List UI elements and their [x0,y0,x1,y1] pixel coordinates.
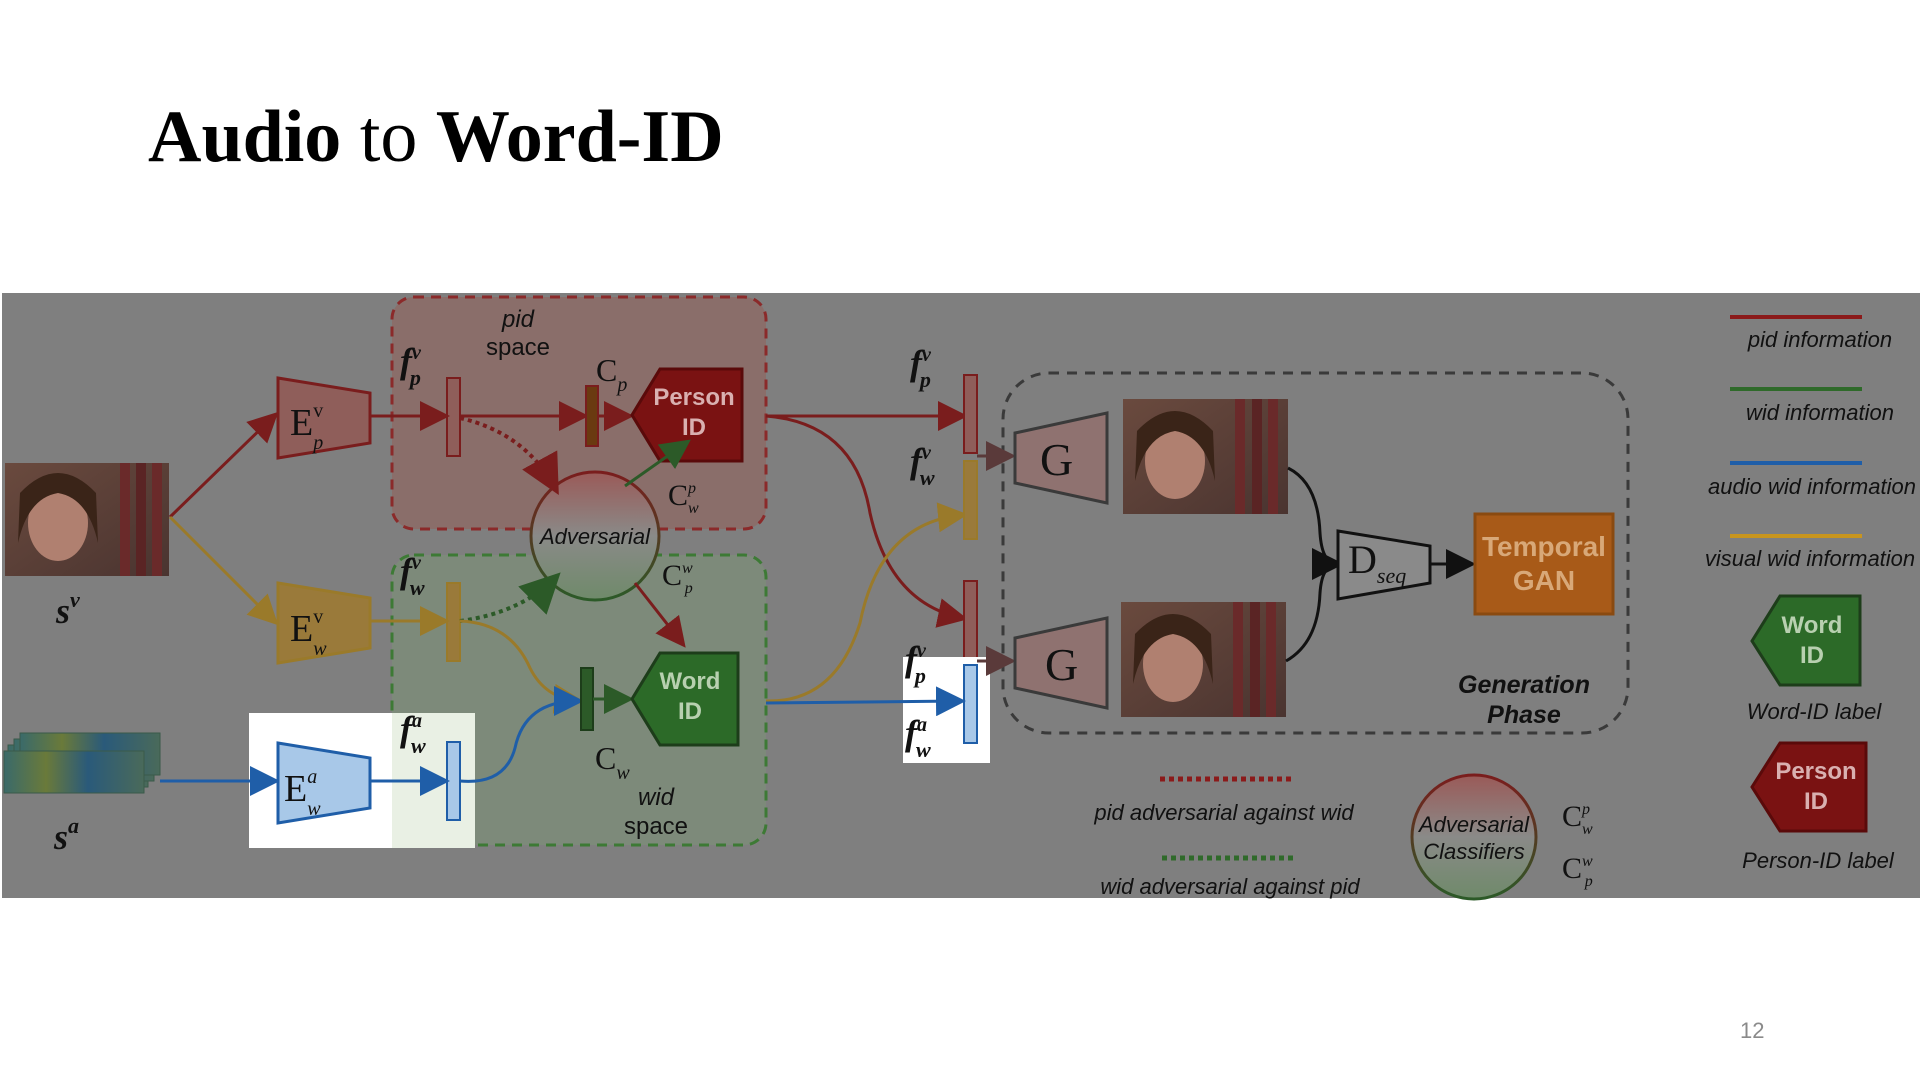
generation-phase-region [1001,371,1630,735]
person-id-box [630,367,744,463]
generator-bottom-label: G [1045,639,1078,690]
generator-bottom [1013,616,1109,710]
temporal-gan-text-2: GAN [1513,565,1575,596]
generation-phase-label-2: Phase [1487,701,1561,729]
word-id-box [630,651,740,747]
generator-top-label: G [1040,434,1073,485]
pid-space-label-2: space [486,334,550,361]
legend-pid-adversarial: pid adversarial against wid [1093,800,1354,825]
encoder-wid-visual [276,581,372,665]
slide-title: Audio to Word-ID [148,100,724,174]
word-id-text-1: Word [660,668,721,695]
legend-adversarial-circle [1410,773,1538,901]
legend-word-id-label: Word-ID label [1747,699,1883,724]
architecture-diagram: pid space wid space Generation Phase sv … [2,293,1920,901]
legend-wid-information: wid information [1746,400,1894,425]
legend-person-id-label: Person-ID label [1742,848,1895,873]
generated-face-top [1123,399,1288,514]
wid-space-label-2: space [624,813,688,840]
person-id-text-1: Person [653,384,734,411]
title-audio: Audio [148,96,342,178]
visual-input-label: sv [55,587,80,631]
discriminator-label: Dseq [1348,537,1406,588]
person-id-text-2: ID [682,414,706,441]
page-number: 12 [1740,1018,1765,1043]
wid-space-label-1: wid [638,784,675,811]
audio-input-spectrogram [3,732,161,794]
adversarial-circle [529,470,661,602]
encoder-pid-visual [276,376,372,460]
legend-word-id-text-1: Word [1782,612,1843,639]
legend-audio-wid-information: audio wid information [1708,474,1916,499]
legend-visual-wid-information: visual wid information [1705,546,1915,571]
generator-top [1013,411,1109,505]
adversarial-label: Adversarial [538,524,651,549]
legend-pid-information: pid information [1747,327,1892,352]
classifier-pid-label: Cp [596,352,627,396]
legend-person-id-shape [1750,741,1868,833]
legend-person-id-text-2: ID [1804,788,1828,815]
visual-input-image [5,463,169,576]
legend-adversarial-classifiers-2: Classifiers [1423,839,1524,864]
temporal-gan-box [1473,512,1615,616]
temporal-gan-text-1: Temporal [1482,531,1606,562]
gen-audio-feature-bar [963,664,978,744]
legend-word-id-text-2: ID [1800,642,1824,669]
title-to: to [341,96,436,178]
legend-person-id-text-1: Person [1775,758,1856,785]
word-id-text-2: ID [678,698,702,725]
generated-face-bottom [1121,602,1286,717]
pid-space-label-1: pid [501,306,535,333]
legend-word-id-shape [1750,594,1862,687]
audio-feature-bar [446,741,461,821]
encoder-wid-audio [276,741,372,825]
legend-wid-adversarial: wid adversarial against pid [1100,874,1360,899]
audio-input-label: sa [53,813,79,857]
discriminator-seq [1336,529,1432,601]
legend-adversarial-classifiers-1: Adversarial [1417,812,1530,837]
classifier-wid-label: Cw [595,740,630,784]
title-word-id: Word-ID [435,96,724,178]
generation-phase-label-1: Generation [1458,671,1590,699]
